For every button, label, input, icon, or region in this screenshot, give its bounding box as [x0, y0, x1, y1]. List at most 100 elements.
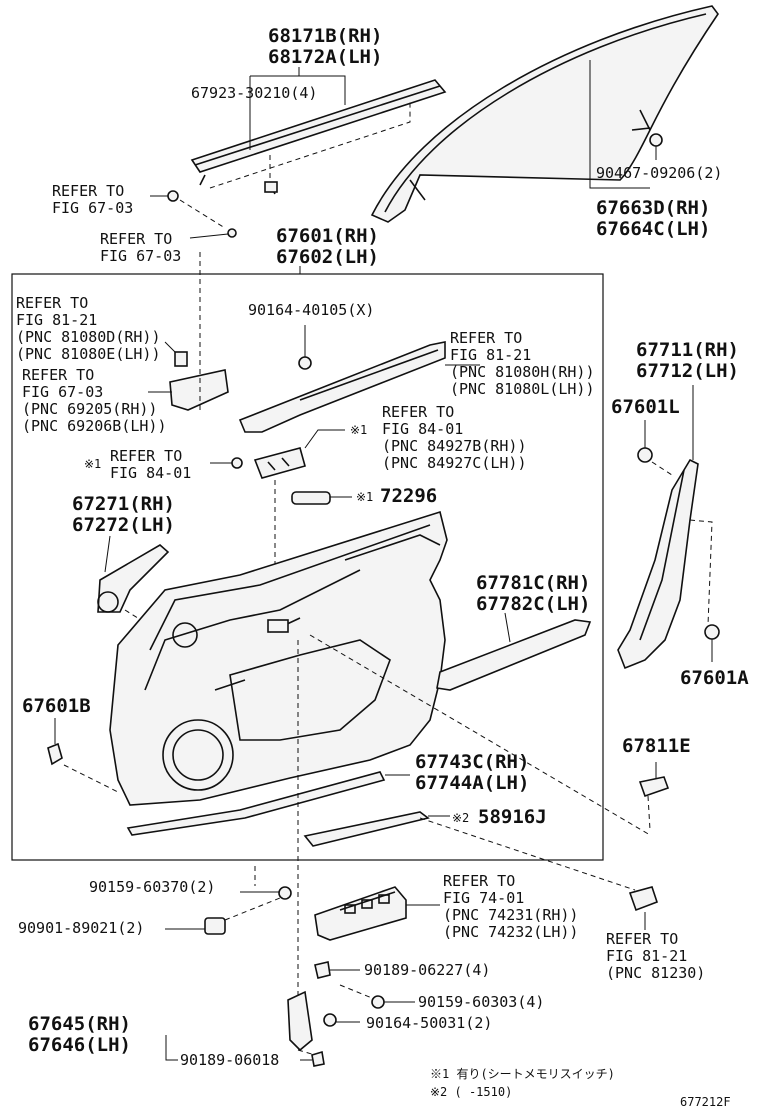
- label-90159-60303: 90159-60303(4): [418, 993, 544, 1011]
- label-67811e: 67811E: [622, 735, 691, 757]
- clip-67601l: [637, 420, 653, 463]
- pillar-garnish: [370, 5, 719, 223]
- label-refer2a: REFER TO: [100, 230, 172, 248]
- label-ref8121h-a: REFER TO: [450, 329, 522, 347]
- label-67645: 67645(RH): [28, 1013, 131, 1035]
- lower-trim: [126, 771, 386, 836]
- screw-90159-60303: [371, 995, 415, 1009]
- label-90189-06018: 90189-06018: [180, 1051, 279, 1069]
- figure-code: 677212F: [680, 1095, 731, 1109]
- label-refer1a: REFER TO: [52, 182, 124, 200]
- label-67743c: 67743C(RH): [415, 751, 529, 773]
- lock-switch: [169, 351, 229, 411]
- part-72296: [291, 491, 331, 505]
- label-ref8401-c: (PNC 84927B(RH)): [382, 437, 527, 455]
- label-90164-40105: 90164-40105(X): [248, 301, 374, 319]
- side-pad: [617, 458, 699, 670]
- note-2: ※2 ( -1510): [430, 1085, 512, 1099]
- clip-refer-1: [150, 190, 179, 202]
- label-ref8121-c: (PNC 81080D(RH)): [16, 328, 161, 346]
- label-ref8121-d: (PNC 81080E(LH)): [16, 345, 161, 363]
- label-67663d: 67663D(RH): [596, 197, 710, 219]
- label-ref6703-d: (PNC 69206B(LH)): [22, 417, 167, 435]
- label-ref8121h-c: (PNC 81080H(RH)): [450, 363, 595, 381]
- label-90159-60370: 90159-60370(2): [89, 878, 215, 896]
- clip-refer-2: [189, 228, 237, 239]
- label-67781c: 67781C(RH): [476, 572, 590, 594]
- label-67601: 67601(RH): [276, 225, 379, 247]
- pillar-screw: [649, 133, 663, 147]
- label-58916-mark: ※2: [452, 811, 469, 825]
- label-68172a: 68172A(LH): [268, 46, 382, 68]
- label-ref7401-a: REFER TO: [443, 872, 515, 890]
- note-1: ※1 有り(シートメモリスイッチ): [430, 1067, 615, 1081]
- labels: 68171B(RH) 68172A(LH) 67923-30210(4) REF…: [16, 25, 749, 1109]
- label-refleft-mark: ※1: [84, 457, 101, 471]
- upper-trim-strip: [238, 341, 446, 433]
- label-72296-mark: ※1: [356, 490, 373, 504]
- label-67601l: 67601L: [611, 396, 680, 418]
- label-ref8401-b: FIG 84-01: [382, 420, 463, 438]
- clip-x: [298, 356, 312, 370]
- label-refer1b: FIG 67-03: [52, 199, 133, 217]
- label-67744a: 67744A(LH): [415, 772, 529, 794]
- label-72296: 72296: [380, 485, 437, 507]
- label-refer2b: FIG 67-03: [100, 247, 181, 265]
- label-ref8121h-b: FIG 81-21: [450, 346, 531, 364]
- label-67272: 67272(LH): [72, 514, 175, 536]
- label-67601a: 67601A: [680, 667, 749, 689]
- label-58916j: 58916J: [478, 806, 547, 828]
- label-90901-89021: 90901-89021(2): [18, 919, 144, 937]
- label-67712: 67712(LH): [636, 360, 739, 382]
- door-trim-board: [109, 510, 448, 806]
- label-ref81230-b: FIG 81-21: [606, 947, 687, 965]
- clip-67601a: [704, 624, 720, 640]
- clip-90189-06227: [314, 961, 360, 979]
- window-switch: [314, 886, 407, 941]
- label-67923: 67923-30210(4): [191, 84, 317, 102]
- label-67782c: 67782C(LH): [476, 593, 590, 615]
- label-refleft-b: FIG 84-01: [110, 464, 191, 482]
- label-67646: 67646(LH): [28, 1034, 131, 1056]
- label-68171b: 68171B(RH): [268, 25, 382, 47]
- clip-refer-8401: [231, 457, 243, 469]
- label-90164-50031: 90164-50031(2): [366, 1014, 492, 1032]
- label-67602: 67602(LH): [276, 246, 379, 268]
- belt-molding: [190, 79, 447, 195]
- clip-90189-06018: [300, 1050, 325, 1067]
- label-ref81230-a: REFER TO: [606, 930, 678, 948]
- label-ref6703-c: (PNC 69205(RH)): [22, 400, 157, 418]
- label-90467: 90467-09206(2): [596, 164, 722, 182]
- label-67711: 67711(RH): [636, 339, 739, 361]
- speaker-bracket: [97, 544, 170, 613]
- door-board-frame: [11, 273, 604, 861]
- label-ref7401-d: (PNC 74232(LH)): [443, 923, 578, 941]
- garnish-strip: [436, 619, 592, 691]
- part-67811: [638, 776, 670, 798]
- label-ref8121h-d: (PNC 81080L(LH)): [450, 380, 595, 398]
- part-58916: [303, 811, 430, 847]
- label-ref8401-mark: ※1: [350, 423, 367, 437]
- part-81230: [628, 886, 659, 912]
- label-refleft-a: REFER TO: [110, 447, 182, 465]
- label-ref6703-b: FIG 67-03: [22, 383, 103, 401]
- label-ref8121-a: REFER TO: [16, 294, 88, 312]
- label-67271: 67271(RH): [72, 493, 175, 515]
- clip-90901-89021: [165, 917, 226, 935]
- label-67664c: 67664C(LH): [596, 218, 710, 240]
- memory-switch: [253, 447, 306, 479]
- label-ref8401-d: (PNC 84927C(LH)): [382, 454, 527, 472]
- label-ref7401-c: (PNC 74231(RH)): [443, 906, 578, 924]
- label-ref6703-a: REFER TO: [22, 366, 94, 384]
- handle-bracket: [287, 990, 313, 1052]
- label-ref81230-c: (PNC 81230): [606, 964, 705, 982]
- label-90189-06227: 90189-06227(4): [364, 961, 490, 979]
- label-ref8121-b: FIG 81-21: [16, 311, 97, 329]
- clip-67601b: [47, 718, 63, 766]
- screw-90159-60370: [240, 886, 292, 900]
- label-67601b: 67601B: [22, 695, 91, 717]
- label-ref8401-a: REFER TO: [382, 403, 454, 421]
- label-ref7401-b: FIG 74-01: [443, 889, 524, 907]
